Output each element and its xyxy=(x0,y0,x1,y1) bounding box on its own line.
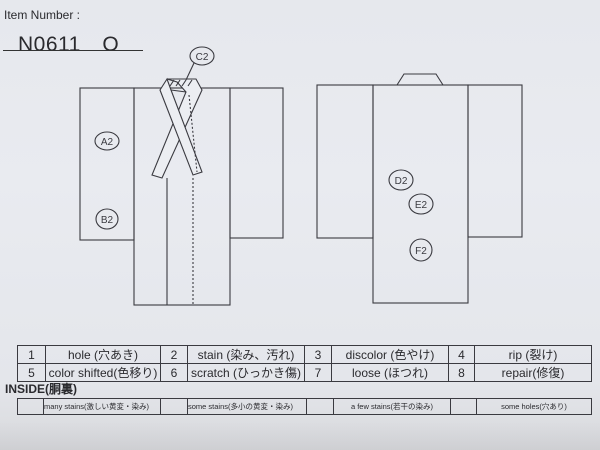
mark-d2: D2 xyxy=(395,176,408,187)
mark-a2: A2 xyxy=(101,137,114,148)
legend-label: hole (穴あき) xyxy=(45,345,161,364)
legend-row: 5 color shifted(色移り) 6 scratch (ひっかき傷) 7… xyxy=(17,363,592,382)
inside-condition-table: many stains(激しい黄変・染み) some stains(多小の黄変・… xyxy=(17,398,592,415)
front-right-sleeve xyxy=(229,87,284,239)
legend-num: 5 xyxy=(17,363,46,382)
inside-label: some stains(多小の黄変・染み) xyxy=(187,398,307,415)
back-collar xyxy=(396,73,444,86)
legend-label: rip (裂け) xyxy=(474,345,592,364)
mark-b2: B2 xyxy=(101,215,114,226)
kimono-front: C2 A2 B2 xyxy=(79,46,284,306)
inside-checkbox[interactable] xyxy=(306,398,334,415)
legend-row: 1 hole (穴あき) 2 stain (染み、汚れ) 3 discolor … xyxy=(17,345,592,364)
damage-legend-table: 1 hole (穴あき) 2 stain (染み、汚れ) 3 discolor … xyxy=(17,345,592,382)
inside-checkbox[interactable] xyxy=(160,398,188,415)
mark-e2: E2 xyxy=(415,200,428,211)
inside-label: some holes(穴あり) xyxy=(476,398,592,415)
legend-num: 3 xyxy=(304,345,332,364)
legend-num: 7 xyxy=(304,363,332,382)
kimono-back: D2 E2 F2 xyxy=(316,73,523,304)
legend-label: loose (ほつれ) xyxy=(331,363,449,382)
legend-num: 4 xyxy=(448,345,475,364)
page-shadow xyxy=(0,420,600,450)
inside-checkbox[interactable] xyxy=(17,398,44,415)
legend-num: 8 xyxy=(448,363,475,382)
inside-section-title: INSIDE(胴裏) xyxy=(5,382,78,396)
item-number-underline xyxy=(3,50,143,51)
inside-checkbox[interactable] xyxy=(450,398,477,415)
kimono-diagram: C2 A2 B2 D2 E2 F2 xyxy=(79,46,523,306)
mark-c2: C2 xyxy=(196,52,209,63)
legend-label: scratch (ひっかき傷) xyxy=(187,363,305,382)
mark-f2: F2 xyxy=(415,246,427,257)
legend-num: 6 xyxy=(160,363,188,382)
inside-label: a few stains(若干の染み) xyxy=(333,398,451,415)
legend-label: stain (染み、汚れ) xyxy=(187,345,305,364)
back-left-sleeve xyxy=(316,84,374,239)
back-right-sleeve xyxy=(467,84,523,238)
legend-label: repair(修復) xyxy=(474,363,592,382)
inside-label: many stains(激しい黄変・染み) xyxy=(43,398,161,415)
legend-label: color shifted(色移り) xyxy=(45,363,161,382)
legend-num: 1 xyxy=(17,345,46,364)
inside-row: many stains(激しい黄変・染み) some stains(多小の黄変・… xyxy=(17,398,592,415)
legend-num: 2 xyxy=(160,345,188,364)
item-number-label: Item Number : xyxy=(4,8,81,22)
legend-label: discolor (色やけ) xyxy=(331,345,449,364)
